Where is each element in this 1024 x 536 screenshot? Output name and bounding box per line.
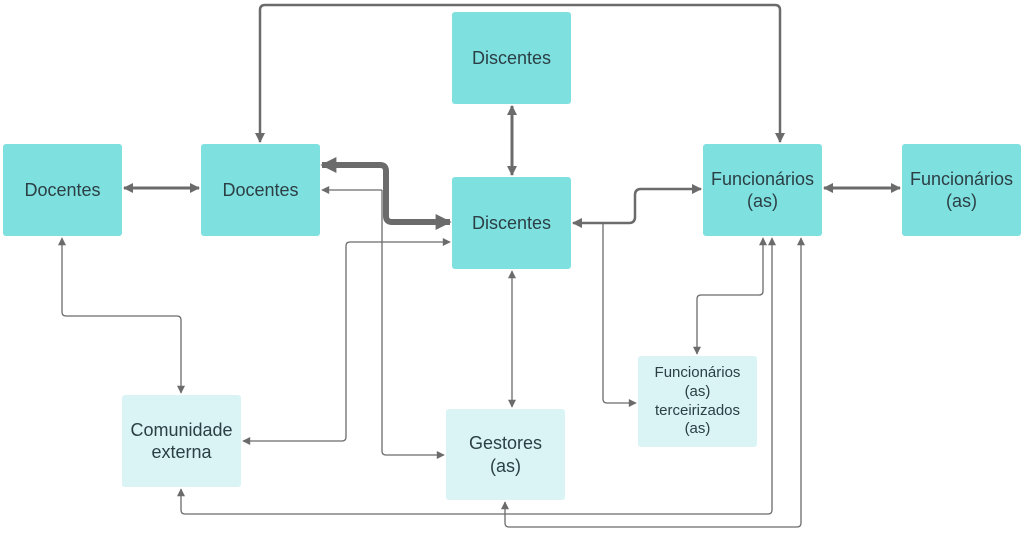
connector-docentes-funcionarios-top [255, 3, 785, 143]
node-label: Funcionários (as) [710, 168, 815, 212]
node-label: Discentes [471, 47, 552, 68]
node-funcionarios-right: Funcionários (as) [902, 144, 1021, 236]
connector-docentes-comunidade [58, 237, 185, 394]
node-label: Docentes [222, 179, 299, 200]
node-docentes-left: Docentes [3, 144, 122, 236]
node-discentes-center: Discentes [452, 177, 571, 269]
connector-comunidade-funcionarios [177, 237, 776, 515]
node-label: Gestores (as) [468, 433, 543, 476]
node-label: Discentes [471, 212, 552, 233]
node-gestores: Gestores (as) [446, 409, 565, 500]
connector-gestores-funcionarios [501, 237, 805, 528]
node-label: Funcionários (as) [909, 168, 1014, 212]
connector-discentes-terceirizados [602, 223, 637, 407]
connector-comunidade-discentes [242, 238, 451, 445]
connector-docentes-discentes-heavy [320, 157, 452, 230]
node-discentes-top: Discentes [452, 12, 571, 104]
node-docentes-center: Docentes [201, 144, 320, 236]
node-label: Funcionários (as) terceirizados (as) [654, 364, 741, 438]
connector-discentes-funcionarios [572, 184, 702, 228]
connector-docentes-gestores [381, 190, 445, 459]
node-comunidade-externa: Comunidade externa [122, 395, 241, 487]
node-funcionarios-terceirizados: Funcionários (as) terceirizados (as) [638, 356, 757, 447]
connector-funcionarios-terceirizados [693, 237, 767, 355]
node-label: Comunidade externa [130, 419, 233, 463]
node-funcionarios-center: Funcionários (as) [703, 144, 822, 236]
node-label: Docentes [24, 179, 101, 200]
